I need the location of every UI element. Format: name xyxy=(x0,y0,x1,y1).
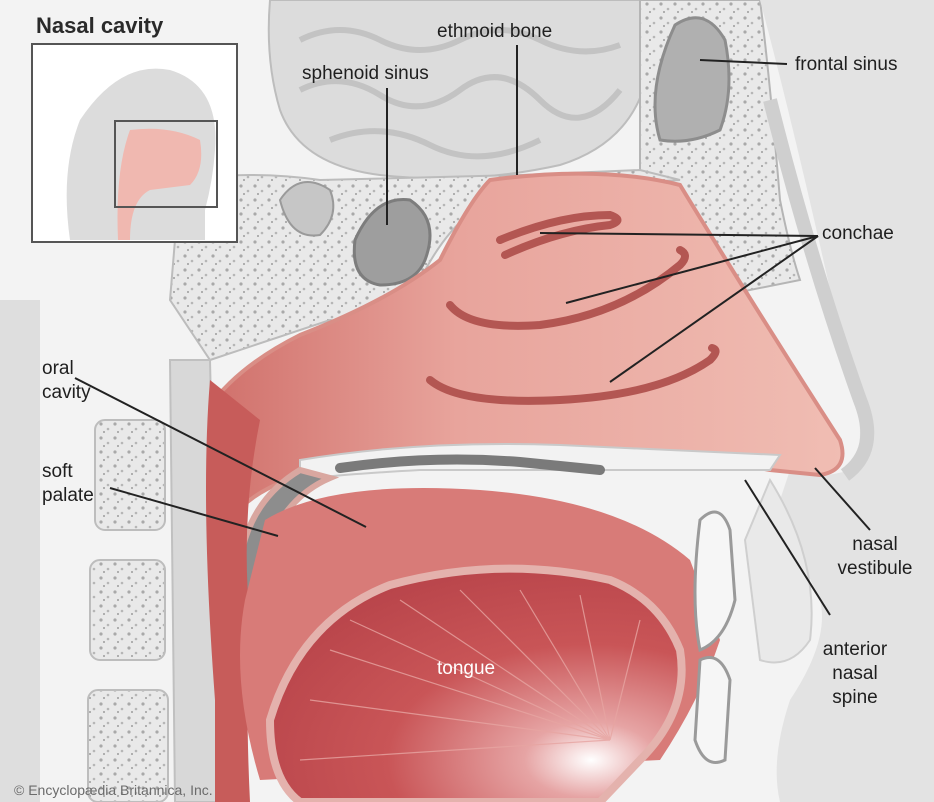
label-anterior-nasal-spine-line1: anterior xyxy=(800,638,910,662)
label-soft-palate-line1: soft xyxy=(42,460,94,484)
label-anterior-nasal-spine-line3: spine xyxy=(800,686,910,710)
inset-title: Nasal cavity xyxy=(36,14,163,38)
label-sphenoid-sinus: sphenoid sinus xyxy=(302,62,429,86)
label-oral-cavity-line1: oral xyxy=(42,357,91,381)
label-anterior-nasal-spine-line2: nasal xyxy=(800,662,910,686)
label-ethmoid-bone: ethmoid bone xyxy=(437,20,552,44)
label-soft-palate: soft palate xyxy=(42,460,94,508)
inset-thumbnail xyxy=(32,44,237,242)
label-conchae: conchae xyxy=(822,222,894,246)
lower-incisor xyxy=(695,658,730,763)
label-nasal-vestibule: nasal vestibule xyxy=(820,533,930,581)
label-soft-palate-line2: palate xyxy=(42,484,94,508)
label-frontal-sinus: frontal sinus xyxy=(795,53,897,77)
label-oral-cavity: oral cavity xyxy=(42,357,91,405)
label-oral-cavity-line2: cavity xyxy=(42,381,91,405)
label-nasal-vestibule-line2: vestibule xyxy=(820,557,930,581)
label-tongue: tongue xyxy=(437,657,495,681)
credit-line: © Encyclopædia Britannica, Inc. xyxy=(14,778,213,802)
label-nasal-vestibule-line1: nasal xyxy=(820,533,930,557)
label-anterior-nasal-spine: anterior nasal spine xyxy=(800,638,910,710)
